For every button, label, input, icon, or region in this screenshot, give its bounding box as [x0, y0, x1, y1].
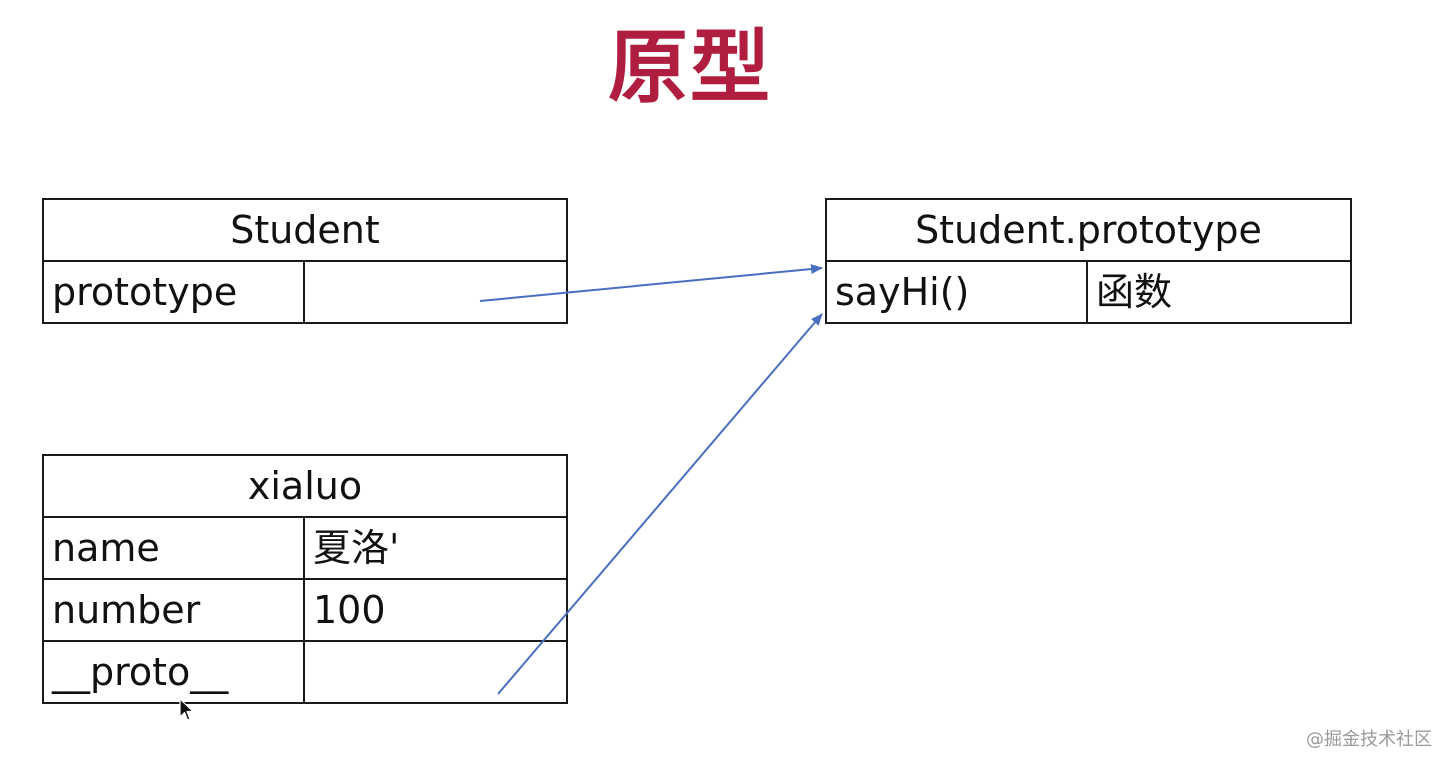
student-prototype-table-header: Student.prototype [825, 198, 1352, 262]
table-header-row: Student [42, 198, 568, 262]
name-value-cell: 夏洛' [302, 516, 569, 580]
student-table: Student prototype [42, 198, 568, 324]
table-row: prototype [42, 260, 568, 324]
xialuo-table-header: xialuo [41, 454, 569, 518]
watermark: @掘金技术社区 [1306, 729, 1432, 750]
xialuo-table: xialuo name 夏洛' number 100 __proto__ [41, 454, 569, 704]
name-key-cell: name [42, 516, 305, 580]
number-key-cell: number [42, 578, 305, 642]
proto-value-cell [302, 640, 569, 704]
student-prototype-table: Student.prototype sayHi() 函数 [825, 198, 1352, 324]
diagram-title: 原型 [608, 21, 772, 114]
table-row: sayHi() 函数 [825, 260, 1352, 324]
table-row: name 夏洛' [42, 516, 569, 580]
table-header-row: Student.prototype [825, 198, 1352, 262]
sayhi-value-cell: 函数 [1086, 260, 1352, 324]
prototype-value-cell [303, 260, 568, 324]
mouse-pointer-icon [179, 698, 194, 721]
table-row: __proto__ [42, 640, 569, 704]
sayhi-key-cell: sayHi() [825, 260, 1088, 324]
table-header-row: xialuo [41, 454, 569, 518]
number-value-cell: 100 [302, 578, 569, 642]
prototype-key-cell: prototype [42, 260, 305, 324]
proto-key-cell: __proto__ [42, 640, 305, 704]
table-row: number 100 [42, 578, 569, 642]
student-table-header: Student [42, 198, 568, 262]
